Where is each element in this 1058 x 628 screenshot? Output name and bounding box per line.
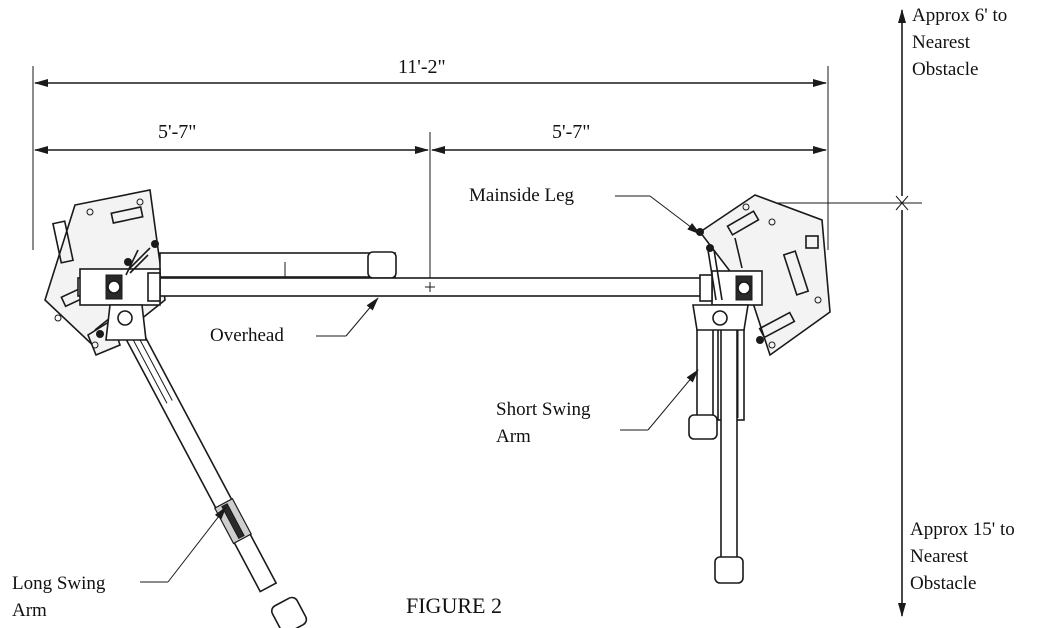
dimension-overall-label: 11'-2" <box>398 56 446 78</box>
mainside-leg-label: Mainside Leg <box>469 185 575 206</box>
svg-text:Nearest: Nearest <box>912 32 971 53</box>
long-swing-arm-label-line-1: Long Swing <box>12 573 106 594</box>
dimension-left-half: 5'-7" <box>34 121 431 290</box>
mainside-leg <box>692 244 749 331</box>
svg-text:Approx 6' to: Approx 6' to <box>912 5 1007 26</box>
overhead-label: Overhead <box>210 325 284 346</box>
clearance-bottom-label: Approx 15' to Nearest Obstacle <box>910 519 1015 594</box>
dimension-left-half-label: 5'-7" <box>158 121 196 143</box>
svg-text:Obstacle: Obstacle <box>912 59 978 80</box>
callout-overhead: Overhead <box>210 297 379 346</box>
long-swing-arm <box>115 312 308 628</box>
svg-text:Approx 15' to: Approx 15' to <box>910 519 1015 540</box>
dimension-right-half-label: 5'-7" <box>552 121 590 143</box>
short-swing-arm-label-line-1: Short Swing <box>496 399 591 420</box>
short-swing-arm-label-line-2: Arm <box>496 426 531 447</box>
dimension-right-half: 5'-7" <box>431 121 827 154</box>
clearance-top-label: Approx 6' to Nearest Obstacle <box>912 5 1007 80</box>
figure-caption: FIGURE 2 <box>406 593 502 618</box>
short-swing-arm <box>688 309 745 584</box>
clearance-indicator <box>748 9 922 617</box>
svg-text:Nearest: Nearest <box>910 546 969 567</box>
callout-mainside-leg: Mainside Leg <box>469 185 701 235</box>
callout-short-swing-arm: Short Swing Arm <box>496 369 699 447</box>
long-swing-arm-label-line-2: Arm <box>12 600 47 621</box>
svg-text:Obstacle: Obstacle <box>910 573 976 594</box>
dimension-overall: 11'-2" <box>32 56 829 250</box>
left-hinge <box>105 249 149 341</box>
overhead-beam <box>77 251 763 306</box>
callout-long-swing-arm: Long Swing Arm <box>12 506 227 621</box>
